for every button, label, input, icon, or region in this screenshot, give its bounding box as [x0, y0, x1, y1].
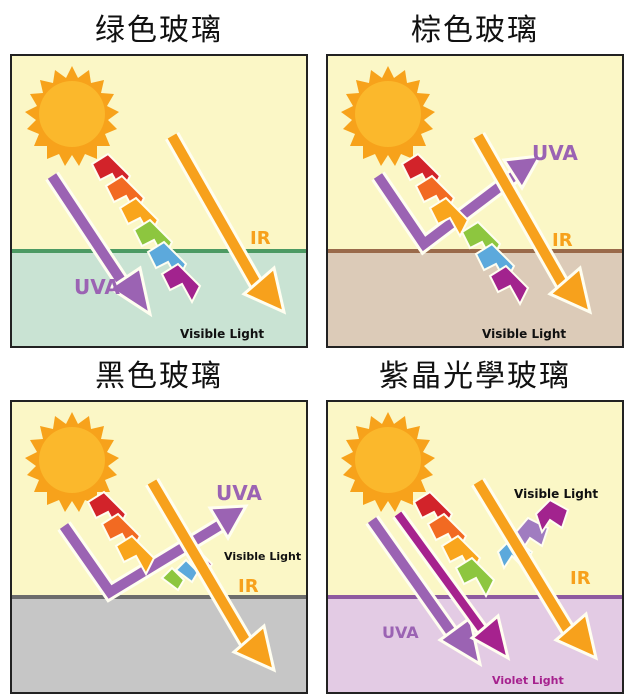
- ir-label: IR: [238, 576, 259, 597]
- panel-green-glass: 绿色玻璃: [10, 8, 308, 348]
- visible-light-chevrons: [412, 490, 570, 599]
- uva-label: UVA: [74, 275, 120, 299]
- diagram-box: UVA IR Visible Light Violet Light: [326, 400, 624, 694]
- visible-light-label: Visible Light: [514, 487, 598, 501]
- panel-title: 棕色玻璃: [411, 13, 539, 48]
- ir-arrow: [471, 477, 599, 661]
- ir-label: IR: [552, 230, 573, 251]
- visible-light-chevrons: [400, 152, 530, 307]
- sun-icon: [25, 66, 119, 166]
- diagram-black: UVA IR Visible Light: [12, 402, 306, 692]
- violet-light-label: Violet Light: [492, 674, 564, 687]
- ir-arrow: [165, 132, 287, 315]
- visible-light-label: Visible Light: [180, 327, 264, 341]
- ir-label: IR: [250, 228, 271, 249]
- uva-label: UVA: [382, 623, 419, 642]
- diagram-amethyst: UVA IR Visible Light Violet Light: [328, 402, 622, 692]
- violet-light-arrow: [392, 509, 511, 661]
- uva-label: UVA: [532, 141, 578, 165]
- diagram-box: UVA IR Visible Light: [10, 54, 308, 348]
- visible-light-label: Visible Light: [224, 550, 301, 563]
- diagram-box: UVA IR Visible Light: [326, 54, 624, 348]
- sun-icon: [341, 412, 435, 512]
- uva-arrow: [365, 515, 483, 668]
- panel-title: 紫晶光學玻璃: [379, 359, 571, 394]
- visible-light-chevrons: [90, 152, 202, 305]
- sun-icon: [25, 412, 119, 512]
- visible-light-label: Visible Light: [482, 327, 566, 341]
- uva-arrow: [45, 171, 153, 318]
- panel-amethyst-glass: 紫晶光學玻璃: [326, 354, 624, 694]
- sun-icon: [341, 66, 435, 166]
- uva-arrow: [371, 154, 543, 256]
- diagram-box: UVA IR Visible Light: [10, 400, 308, 694]
- glass-surface-line: [12, 595, 306, 599]
- uva-label: UVA: [216, 481, 262, 505]
- panel-title: 绿色玻璃: [95, 13, 223, 48]
- glass-surface-line: [328, 249, 622, 253]
- panel-title: 黑色玻璃: [95, 359, 223, 394]
- panel-brown-glass: 棕色玻璃: [326, 8, 624, 348]
- ir-arrow: [145, 477, 277, 673]
- ir-arrow: [471, 132, 593, 315]
- glass-surface-line: [328, 595, 622, 599]
- ir-label: IR: [570, 568, 591, 589]
- panel-black-glass: 黑色玻璃: [10, 354, 308, 694]
- diagram-brown: UVA IR Visible Light: [328, 56, 622, 346]
- diagram-green: UVA IR Visible Light: [12, 56, 306, 346]
